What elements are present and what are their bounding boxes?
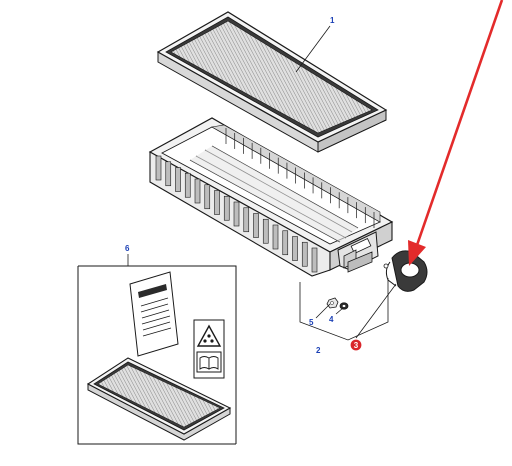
callout-3-badge[interactable]: 3 [350, 339, 362, 351]
housing-rib [253, 213, 259, 238]
housing-rib [233, 201, 240, 227]
housing-rib [204, 184, 211, 210]
pointer-arrow [408, 0, 504, 266]
instruction-sheet [129, 271, 179, 357]
air-filter-element[interactable] [156, 11, 388, 153]
callout-3: 3 [354, 341, 359, 350]
housing-rib [243, 207, 250, 233]
warning-label [193, 319, 225, 379]
housing-rib [194, 178, 201, 204]
leader-lines [127, 25, 397, 339]
kit-filter-element [86, 357, 232, 441]
housing-rib [282, 230, 289, 256]
open-book-icon [196, 351, 222, 373]
callout-5: 5 [309, 318, 314, 327]
hose-clamp-part[interactable] [383, 250, 428, 292]
callout-1: 1 [330, 16, 335, 25]
housing-rib [301, 241, 308, 267]
callout-4: 4 [329, 315, 334, 324]
callout-6: 6 [125, 244, 130, 253]
warning-triangle-icon [196, 324, 222, 347]
housing-rib [272, 224, 279, 250]
inner-ribs [225, 128, 375, 228]
callout-2: 2 [316, 346, 321, 355]
housing-rib [155, 155, 162, 181]
nut-part[interactable] [326, 297, 339, 309]
housing-rib [292, 236, 298, 261]
outer-ribs [155, 155, 318, 273]
housing-rib [214, 190, 220, 215]
housing-rib [165, 161, 172, 187]
washer-part[interactable] [339, 302, 349, 310]
housing-rib [184, 172, 191, 198]
assembly-bracket-line [299, 278, 389, 341]
filter-housing[interactable] [148, 117, 394, 277]
housing-rib [223, 195, 230, 221]
housing-rib [175, 167, 181, 192]
housing-rib [262, 218, 269, 244]
housing-rib [311, 247, 318, 273]
service-kit-box [77, 265, 237, 445]
